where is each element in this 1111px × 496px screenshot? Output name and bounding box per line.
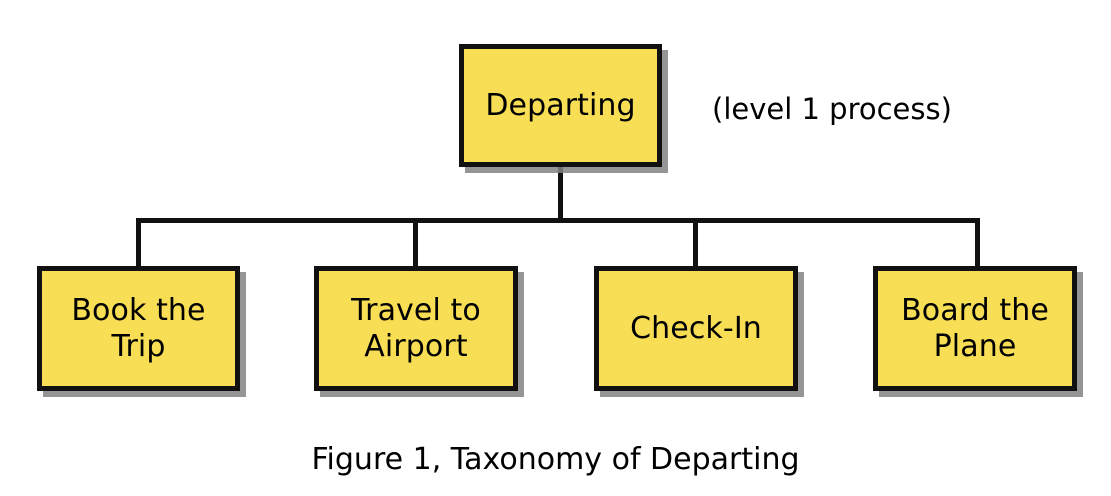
node-child-3-label: Board the Plane [901,292,1049,364]
root-level-annotation: (level 1 process) [712,92,952,126]
connector-drop-child-0 [136,218,141,268]
node-child-board-the-plane: Board the Plane [873,266,1077,391]
node-child-1-label: Travel to Airport [351,292,481,364]
connector-drop-child-3 [975,218,980,268]
node-child-travel-to-airport: Travel to Airport [314,266,518,391]
connector-horizontal-bus [136,218,980,223]
connector-root-trunk [558,167,563,221]
node-child-check-in: Check-In [594,266,798,391]
connector-drop-child-2 [693,218,698,268]
node-root-label: Departing [485,87,636,123]
node-child-0-label: Book the Trip [71,292,206,364]
node-child-book-the-trip: Book the Trip [37,266,240,391]
figure-caption: Figure 1, Taxonomy of Departing [311,442,800,477]
node-root-departing: Departing [459,44,662,167]
connector-drop-child-1 [413,218,418,268]
node-child-2-label: Check-In [630,310,762,346]
